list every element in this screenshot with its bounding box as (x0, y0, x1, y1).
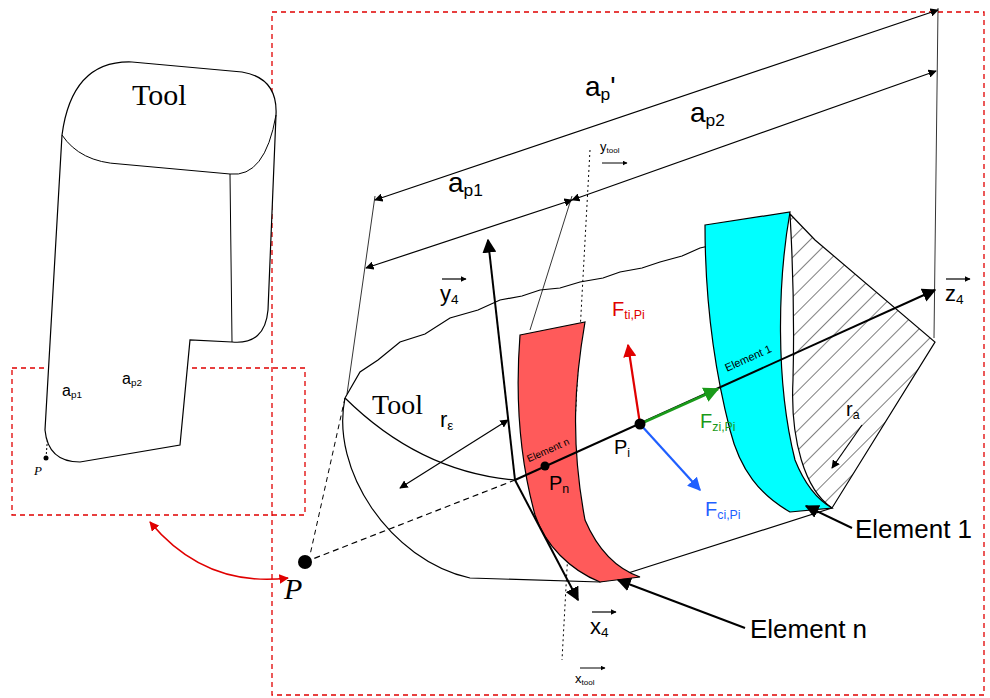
radius-arrow (400, 420, 508, 488)
dashed-line (310, 398, 345, 555)
radius-label: rε (440, 408, 453, 433)
leader-arrow (618, 580, 745, 628)
subscript: ci,Pi (717, 508, 740, 522)
subscript: ε (447, 418, 453, 433)
dimension-label: ap' (585, 72, 616, 104)
subscript: p (601, 84, 611, 104)
leader-arrow (806, 506, 852, 528)
force-arrow (640, 424, 700, 490)
dimension-label: ap2 (690, 98, 725, 130)
point-label: P (34, 464, 42, 478)
axis-label: ytool (600, 140, 619, 156)
tool-label: Tool (372, 390, 423, 421)
node-shape (705, 212, 832, 512)
point-label: Pn (549, 472, 569, 497)
vector-arrow (592, 611, 616, 612)
subscript: tool (582, 678, 595, 687)
vector-arrow (580, 668, 605, 669)
vector-arrow (602, 163, 627, 164)
tool-label: Tool (132, 78, 187, 111)
zoom-arrow (150, 522, 288, 579)
callout-label: Element 1 (855, 515, 972, 544)
force-label: Fti,Pi (612, 298, 645, 323)
extension-line (934, 8, 938, 338)
subscript: p2 (706, 110, 725, 130)
axis-label: xtool (575, 672, 594, 688)
subscript: zi,Pi (712, 420, 735, 434)
force-label: Fci,Pi (705, 498, 741, 523)
extension-line (347, 196, 375, 394)
axis-label: z4 (945, 282, 964, 307)
subscript: 4 (956, 292, 964, 307)
point-dot (635, 419, 646, 430)
tool-insert: Tool ap1 ap2 (40, 52, 285, 472)
subscript: ti,Pi (624, 308, 645, 322)
dimension-label: ap2 (122, 370, 142, 389)
node-shape (45, 62, 276, 462)
axis-z4 (515, 290, 935, 480)
point-dot (298, 555, 312, 569)
radius-label: ra (846, 398, 860, 423)
dashed-line (305, 480, 515, 562)
tool-edge (345, 398, 515, 480)
dimension-line (572, 71, 936, 200)
subscript: n (562, 482, 569, 496)
axis-label: y4 (440, 282, 459, 307)
node-shape (518, 322, 640, 582)
subscript: p1 (464, 180, 483, 200)
extension-line (530, 196, 572, 330)
subscript: a (853, 408, 860, 422)
tool-edge (62, 115, 276, 342)
subscript: tool (607, 146, 620, 155)
point-dot (541, 462, 550, 471)
element-band: Element 1 (695, 205, 840, 515)
point-label: Pi (614, 436, 630, 461)
point-label: P (284, 572, 302, 605)
axis-y4 (488, 240, 515, 480)
radius-arrow (832, 425, 862, 468)
vector-arrow (442, 278, 466, 279)
axis-label: x4 (590, 615, 609, 640)
node-outline (40, 52, 285, 472)
node-outline (695, 205, 840, 515)
subscript: 4 (601, 625, 609, 640)
subscript: 4 (451, 292, 459, 307)
subscript: i (627, 446, 630, 460)
subscript: p2 (131, 377, 142, 388)
callout-label: Element n (750, 615, 867, 644)
dimension-line (375, 10, 938, 200)
dimension-label: ap1 (62, 382, 82, 401)
vector-arrow (946, 278, 970, 279)
force-label: Fzi,Pi (700, 410, 736, 435)
point-dot (44, 456, 49, 461)
dimension-line (366, 200, 572, 268)
force-arrow (628, 345, 640, 424)
dimension-label: ap1 (448, 168, 483, 200)
axis-x4 (515, 480, 578, 600)
subscript: p1 (71, 389, 82, 400)
cut-section (790, 214, 935, 508)
